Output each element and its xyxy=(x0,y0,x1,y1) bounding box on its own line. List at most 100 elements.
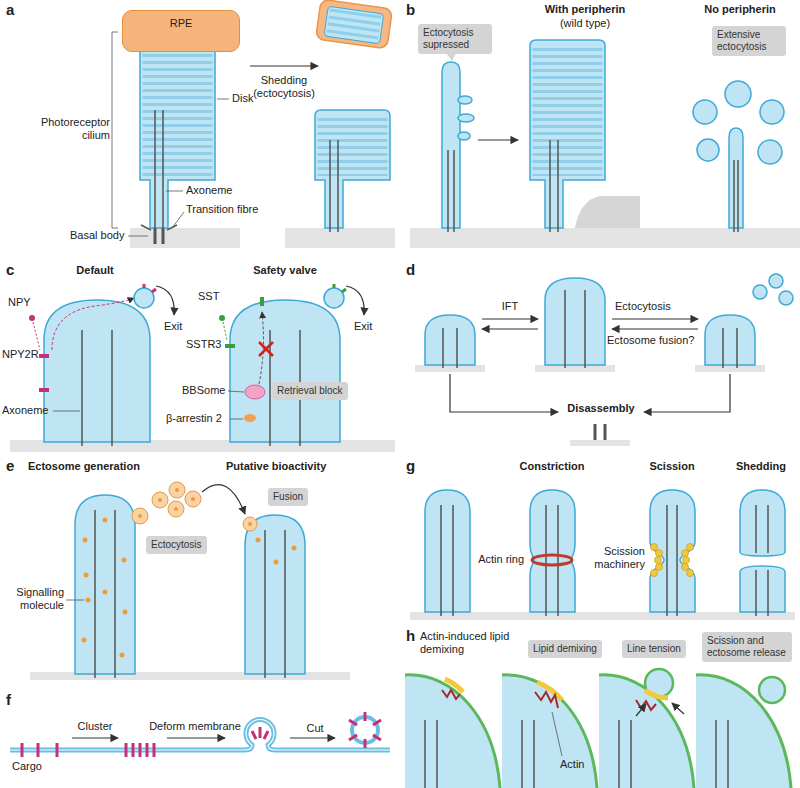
receptor-cilia xyxy=(111,330,113,446)
lipid-demixing-tips xyxy=(425,720,728,788)
receptor-cilia xyxy=(52,298,134,350)
leader-line xyxy=(172,212,184,228)
part-label: Cargo xyxy=(12,760,42,773)
part-label: SST xyxy=(198,290,219,303)
peripherin-cilia xyxy=(737,160,739,232)
peripherin-cilia xyxy=(758,140,782,164)
receptor-cilia xyxy=(259,342,273,356)
photoreceptor-cilium xyxy=(154,110,156,232)
part-label: Actin ring xyxy=(470,553,524,566)
part-label: With peripherin xyxy=(520,3,650,16)
scission-cilia xyxy=(682,564,689,571)
cilium-cycle xyxy=(753,285,767,299)
callout-text: Scission and ectosome release xyxy=(707,635,787,659)
ectosome-cilia xyxy=(66,600,84,601)
peripherin-cilia xyxy=(410,228,800,248)
part-label: Ectosome fusion? xyxy=(607,334,694,347)
panel-letter: g xyxy=(406,458,415,475)
cilium-cycle xyxy=(456,328,458,368)
scission-cilia xyxy=(666,505,668,616)
peripherin-cilia xyxy=(410,40,800,248)
scission-cilia xyxy=(656,564,663,571)
receptor-cilia xyxy=(230,300,340,442)
ectosome-cilia xyxy=(122,558,127,563)
shed-rpe xyxy=(352,12,356,38)
part-label: Scission machinery xyxy=(585,545,645,571)
part-label: IFT xyxy=(495,300,525,313)
callout-text: Lipid demixing xyxy=(533,643,597,655)
lipid-demixing-tips xyxy=(636,704,646,716)
receptor-cilia xyxy=(324,288,344,308)
cilium-cycle xyxy=(482,328,538,329)
part-label: Signalling molecule xyxy=(4,586,64,612)
lipid-demixing-tips xyxy=(521,720,523,788)
ectosome-cilia xyxy=(120,653,125,658)
cilium-cycle xyxy=(722,328,724,368)
ectosome-cilia xyxy=(191,497,195,501)
scission-cilia xyxy=(410,490,795,620)
panel-letter: b xyxy=(406,2,415,19)
receptor-cilia xyxy=(259,312,263,384)
scission-cilia xyxy=(452,505,454,616)
membrane-budding xyxy=(56,743,59,757)
membrane-budding xyxy=(259,727,262,738)
cilium-cycle xyxy=(570,440,630,446)
cilium-cycle xyxy=(612,318,698,319)
lipid-demixing-tips xyxy=(696,675,791,788)
ectosome-cilia xyxy=(138,514,142,518)
lipid-demixing-tips xyxy=(436,720,438,788)
scission-cilia xyxy=(682,550,689,557)
part-label: Basal body xyxy=(70,229,124,242)
lipid-demixing-tips xyxy=(405,669,791,788)
ectosome-cilia xyxy=(152,492,168,508)
peripherin-cilia xyxy=(733,160,735,232)
part-label: Ectocytosis xyxy=(615,300,671,313)
membrane-budding xyxy=(125,743,128,757)
membrane-budding xyxy=(373,735,381,740)
leader-line xyxy=(217,99,229,100)
ectosome-cilia xyxy=(84,573,89,578)
membrane-budding xyxy=(264,731,268,739)
scission-cilia xyxy=(651,570,658,577)
part-label: Actin xyxy=(560,758,584,771)
panel-letter: d xyxy=(406,262,415,279)
shed-rpe xyxy=(324,6,384,44)
scission-cilia xyxy=(687,544,694,551)
peripherin-cilia xyxy=(729,128,743,228)
scission-cilia xyxy=(655,557,662,564)
receptor-cilia xyxy=(333,284,336,288)
peripherin-cilia xyxy=(446,53,456,61)
ectosome-cilia xyxy=(75,495,135,674)
ectosome-cilia xyxy=(168,501,184,517)
cilium-cycle xyxy=(604,424,607,440)
callout-box: Fusion xyxy=(268,488,308,506)
receptor-cilia xyxy=(219,315,225,321)
peripherin-cilia xyxy=(458,114,474,122)
photoreceptor-cilium xyxy=(285,228,395,248)
part-label: Photoreceptor cilium xyxy=(30,116,110,142)
leader-line xyxy=(128,236,148,237)
membrane-budding xyxy=(252,731,256,739)
ectosome-cilia xyxy=(123,610,128,615)
ectosome-cilia xyxy=(138,488,195,518)
panel-letter: h xyxy=(406,628,415,645)
cilium-cycle xyxy=(545,278,605,365)
photoreceptor-cilium xyxy=(318,118,388,176)
peripherin-cilia xyxy=(442,62,460,228)
lipid-demixing-tips xyxy=(552,712,562,756)
receptor-cilia xyxy=(81,330,83,446)
ectosome-cilia xyxy=(256,538,261,543)
part-label: β-arrestin 2 xyxy=(166,412,222,425)
cilium-cycle xyxy=(482,318,538,319)
lipid-demixing-tips xyxy=(502,675,597,788)
scission-cilia xyxy=(651,544,694,577)
panel-letter: f xyxy=(6,692,11,709)
membrane-budding xyxy=(10,720,390,750)
membrane-budding xyxy=(37,743,40,757)
membrane-budding xyxy=(139,743,142,757)
scission-cilia xyxy=(530,490,575,612)
membrane-budding xyxy=(364,739,367,748)
membrane-budding xyxy=(132,743,135,757)
panel-letter: c xyxy=(6,262,14,279)
scission-cilia xyxy=(651,544,658,551)
